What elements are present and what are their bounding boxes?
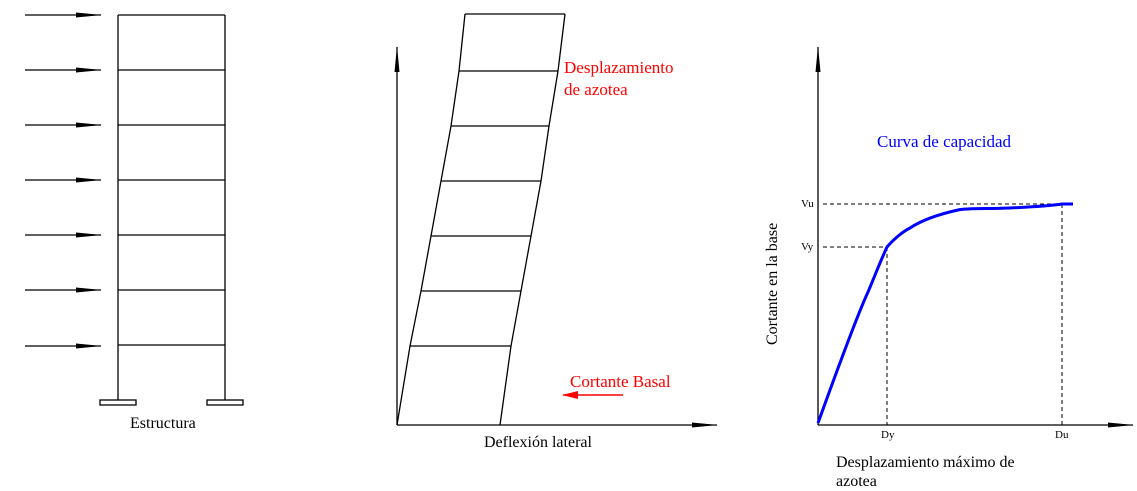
roof-displacement-line2: de azotea [564, 80, 628, 99]
roof-displacement-line1: Desplazamiento [564, 58, 674, 77]
structure-panel: Estructura [25, 12, 244, 432]
deformed-frame [396, 13, 566, 426]
capacity-panel: Curva de capacidad Cortante en la base V… [764, 46, 1134, 490]
x-axis-label-line1: Desplazamiento máximo de [836, 454, 1015, 471]
roof-displacement-label: Desplazamiento de azotea [564, 58, 678, 99]
structure-caption: Estructura [130, 415, 196, 432]
x-axis-label: Desplazamiento máximo de azotea [836, 454, 1019, 490]
deflection-axis-label: Deflexión lateral [484, 434, 593, 451]
capacity-curve [816, 202, 1073, 424]
right-footing [206, 399, 244, 406]
reference-lines [823, 203, 1073, 425]
tick-du: Du [1055, 429, 1069, 441]
left-footing [99, 399, 137, 406]
lateral-load-arrows [25, 12, 102, 349]
tick-dy: Dy [881, 429, 895, 441]
tick-vy: Vy [801, 241, 814, 253]
deformed-right-column [499, 13, 566, 426]
frame [99, 14, 244, 406]
y-axis-label: Cortante en la base [764, 223, 781, 345]
capacity-curve-title: Curva de capacidad [877, 132, 1012, 151]
tick-vu: Vu [801, 198, 814, 210]
base-shear-label: Cortante Basal [570, 372, 671, 391]
deflection-panel: Desplazamiento de azotea Cortante Basal … [394, 13, 718, 451]
x-axis-label-line2: azotea [836, 473, 877, 490]
deformed-left-column [396, 13, 466, 426]
